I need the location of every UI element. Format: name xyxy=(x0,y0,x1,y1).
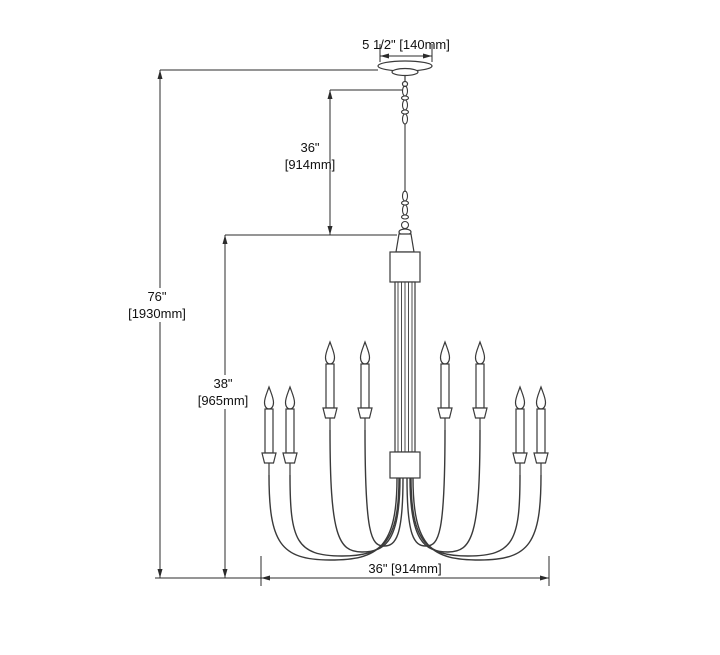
chain-length-inches: 36" xyxy=(300,140,320,155)
body-width-label: 36" [914mm] xyxy=(368,561,442,576)
arm-left-inner-2 xyxy=(364,429,404,547)
dimension-lines xyxy=(155,44,550,586)
arm-left-inner-1 xyxy=(329,429,401,553)
candle-left-inner-2 xyxy=(357,341,373,431)
candle-right-inner-1 xyxy=(437,341,453,431)
overall-height-inches: 76" xyxy=(147,289,167,304)
overall-height-label: 76" [1930mm] xyxy=(126,288,188,322)
candle-left-outer-2 xyxy=(282,386,298,476)
candle-left-inner-1 xyxy=(322,341,338,431)
candle-right-inner-2 xyxy=(472,341,488,431)
candle-left-outer-1 xyxy=(261,386,277,476)
overall-height-mm: [1930mm] xyxy=(128,306,186,321)
canopy-width-label: 5 1/2" [140mm] xyxy=(362,37,450,52)
hanging-chain xyxy=(400,85,410,230)
bottom-extension-lines xyxy=(260,556,550,586)
arm-right-outer-1 xyxy=(410,474,521,557)
chain-length-label: 36" [914mm] xyxy=(285,139,336,173)
arm-left-outer-1 xyxy=(268,474,398,561)
canopy xyxy=(377,60,433,88)
central-column xyxy=(389,228,421,479)
candle-right-outer-2 xyxy=(533,386,549,476)
arm-right-outer-2 xyxy=(412,474,542,561)
arm-right-inner-2 xyxy=(409,429,481,553)
chain-length-mm: [914mm] xyxy=(284,157,336,172)
candle-right-outer-1 xyxy=(512,386,528,476)
body-height-inches: 38" xyxy=(213,376,233,391)
chandelier-arms xyxy=(268,429,542,561)
chain-length-dimension xyxy=(329,89,402,235)
dimension-arrowheads xyxy=(157,53,549,581)
body-height-label: 38" [965mm] xyxy=(195,375,251,409)
body-height-mm: [965mm] xyxy=(197,393,249,408)
arm-left-outer-2 xyxy=(289,474,400,557)
